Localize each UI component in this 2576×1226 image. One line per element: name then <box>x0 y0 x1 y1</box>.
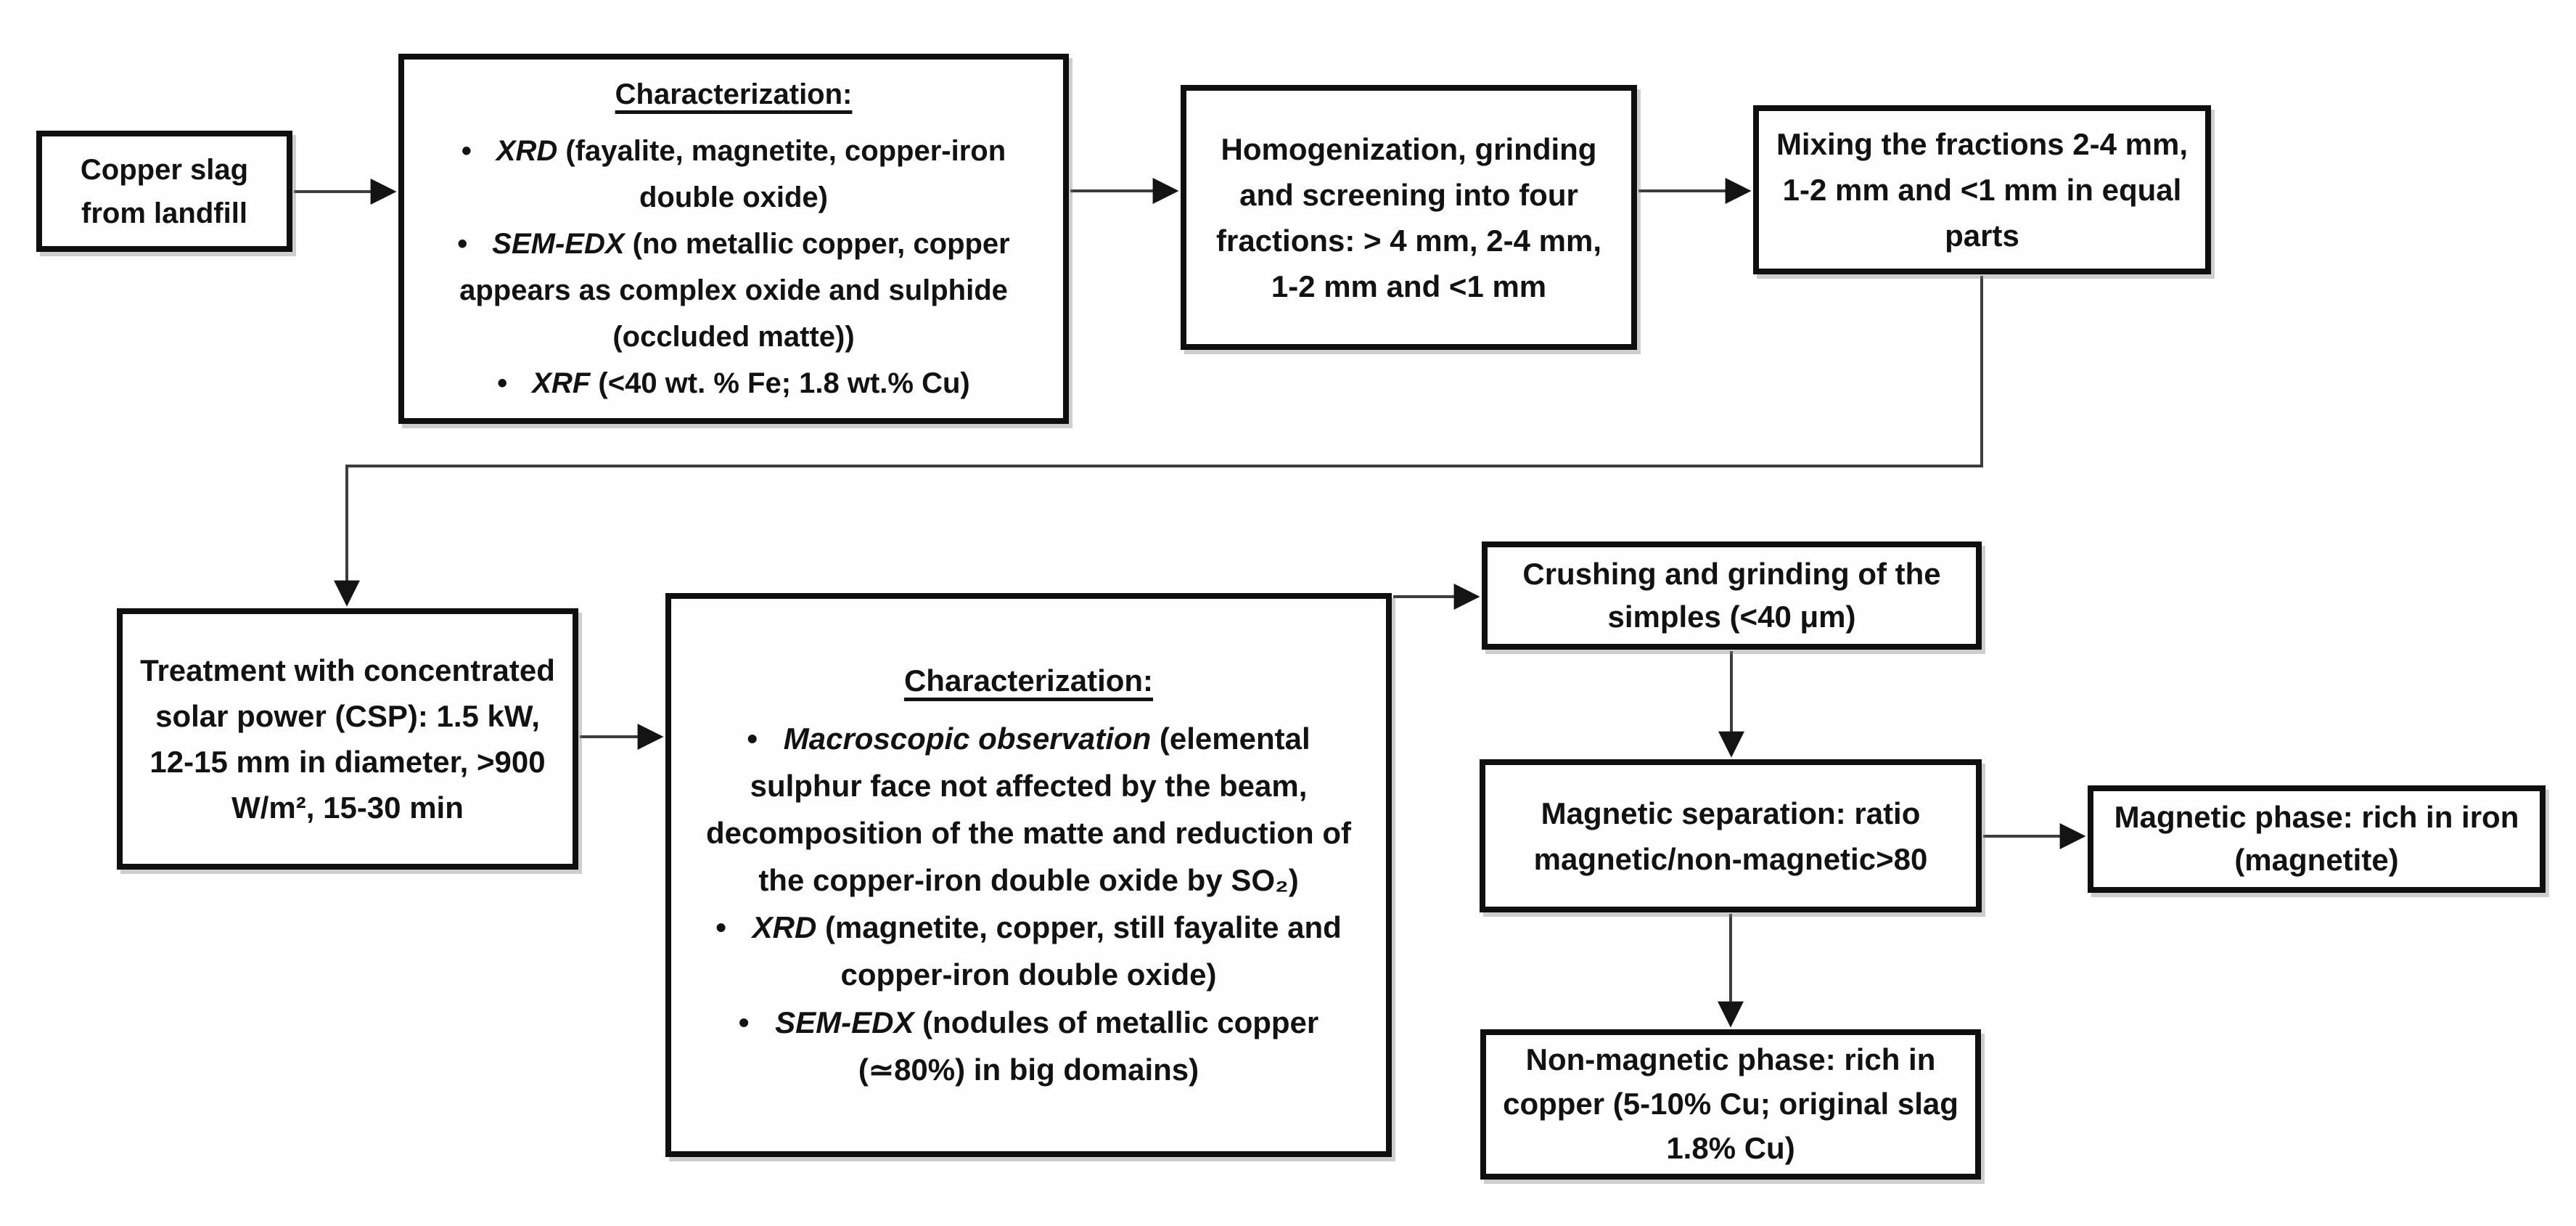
bullet-method: Macroscopic observation <box>783 722 1152 756</box>
node-mixing: Mixing the fractions 2-4 mm, 1-2 mm and … <box>1753 105 2211 274</box>
bullet-item: • Macroscopic observation (elemental sulp… <box>693 715 1364 904</box>
bullet-method: SEM-EDX <box>492 228 625 260</box>
node-crushing-grinding-text: Crushing and grinding of the simples (<4… <box>1522 556 1941 634</box>
node-characterization-1: Characterization: • XRD (fayalite, magnet… <box>398 54 1069 424</box>
bullet-item: • XRF (<40 wt. % Fe; 1.8 wt.% Cu) <box>497 360 969 406</box>
node-magnetic-separation-text: Magnetic separation: ratio magnetic/non-… <box>1533 796 1928 876</box>
bullet-method: SEM-EDX <box>775 1005 914 1039</box>
node-magnetic-phase-text: Magnetic phase: rich in iron (magnetite) <box>2114 800 2519 877</box>
bullet-detail: (magnetite, copper, still fayalite and c… <box>816 910 1342 992</box>
bullet-detail: (<40 wt. % Fe; 1.8 wt.% Cu) <box>590 367 970 399</box>
bullet-detail: (nodules of metallic copper (≃80%) in bi… <box>858 1005 1319 1087</box>
node-treatment-csp-text: Treatment with concentrated solar power … <box>140 653 555 825</box>
node-characterization-2-title: Characterization: <box>903 663 1154 698</box>
node-non-magnetic-phase-text: Non-magnetic phase: rich in copper (5-10… <box>1503 1042 1958 1165</box>
node-homogenization: Homogenization, grinding and screening i… <box>1181 85 1637 350</box>
bullet-icon: • <box>738 1005 750 1039</box>
bullet-detail: (fayalite, magnetite, copper-iron double… <box>557 135 1006 213</box>
bullet-item: • XRD (fayalite, magnetite, copper-iron d… <box>426 128 1041 221</box>
node-copper-slag-text: Copper slag from landfill <box>80 153 249 229</box>
bullet-icon: • <box>461 135 472 167</box>
node-mixing-text: Mixing the fractions 2-4 mm, 1-2 mm and … <box>1776 127 2189 253</box>
node-non-magnetic-phase: Non-magnetic phase: rich in copper (5-10… <box>1480 1029 1981 1180</box>
bullet-icon: • <box>497 367 508 399</box>
node-treatment-csp: Treatment with concentrated solar power … <box>117 608 578 870</box>
bullet-icon: • <box>747 722 758 756</box>
node-characterization-2: Characterization: • Macroscopic observati… <box>665 593 1392 1157</box>
node-homogenization-text: Homogenization, grinding and screening i… <box>1215 131 1601 303</box>
bullet-detail: (elemental sulphur face not affected by … <box>705 722 1351 898</box>
node-characterization-1-title: Characterization: <box>615 78 853 110</box>
bullet-icon: • <box>457 228 468 260</box>
node-copper-slag: Copper slag from landfill <box>36 131 292 252</box>
bullet-method: XRD <box>752 910 817 945</box>
node-magnetic-phase: Magnetic phase: rich in iron (magnetite) <box>2088 785 2546 893</box>
bullet-item: • XRD (magnetite, copper, still fayalite … <box>693 904 1364 998</box>
bullet-item: •SEM-EDX (no metallic copper, copper app… <box>426 221 1041 360</box>
bullet-method: XRF <box>532 367 591 399</box>
bullet-method: XRD <box>496 135 558 167</box>
node-crushing-grinding: Crushing and grinding of the simples (<4… <box>1482 542 1982 650</box>
bullet-icon: • <box>715 910 726 945</box>
bullet-item: • SEM-EDX (nodules of metallic copper (≃8… <box>693 999 1364 1093</box>
node-magnetic-separation: Magnetic separation: ratio magnetic/non-… <box>1480 759 1982 912</box>
